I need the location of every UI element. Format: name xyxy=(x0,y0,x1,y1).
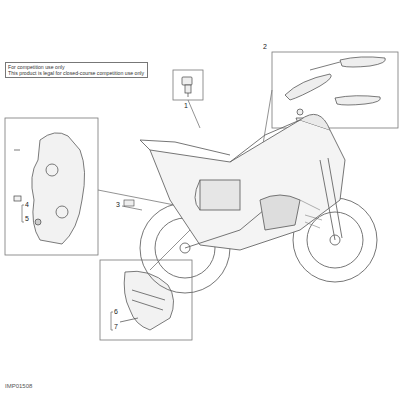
note-text: This product is legal for closed-course … xyxy=(8,70,145,76)
callout-number: 7 xyxy=(114,323,118,331)
note-text: For competition use only xyxy=(8,64,145,70)
callout-number: 6 xyxy=(114,308,118,316)
callout-number: 5 xyxy=(25,215,29,223)
callout-number: 2 xyxy=(263,43,267,51)
callout-number: 1 xyxy=(184,102,188,110)
drawing-code: IMP01508 xyxy=(5,382,32,390)
callout-number: 3 xyxy=(116,201,120,209)
note-box: For competition use onlyThis product is … xyxy=(5,62,148,78)
callout-number: 4 xyxy=(25,201,29,209)
